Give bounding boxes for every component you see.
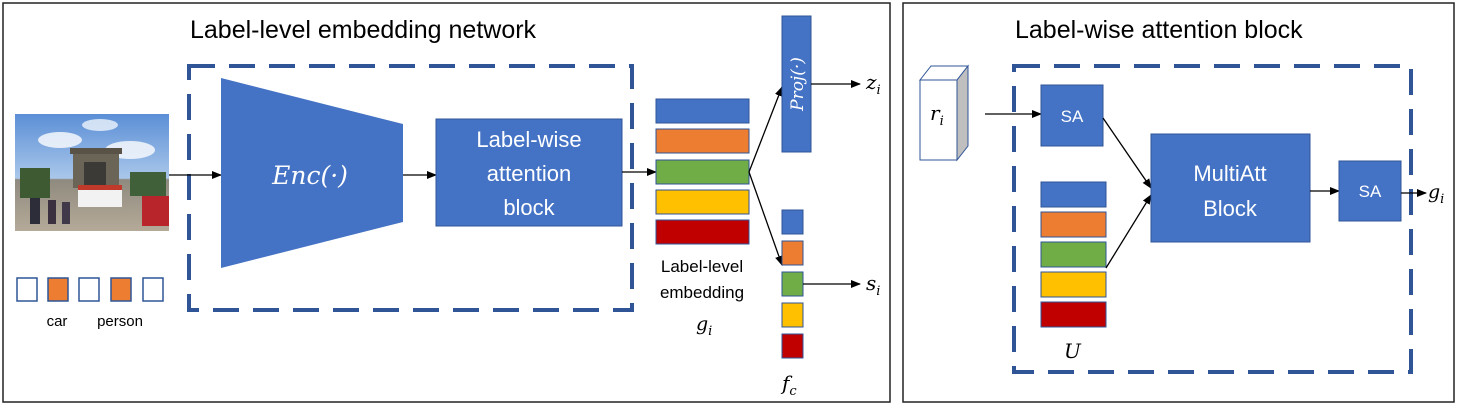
classifier-row-blue	[781, 209, 804, 235]
classifier-row-green	[781, 271, 804, 297]
sa-block-first	[1040, 84, 1104, 147]
embedding-stack	[655, 98, 750, 245]
arrow-embedding-to-classifier	[748, 171, 783, 266]
sa-block-second	[1338, 160, 1402, 222]
u-symbol: U	[1064, 339, 1082, 363]
sa-block-first-label: SA	[1061, 107, 1084, 126]
u-row-red	[1040, 301, 1107, 328]
u-row-green	[1040, 241, 1107, 268]
attention-block-line-1: Label-wise	[476, 127, 581, 152]
input-feature-cuboid	[918, 64, 970, 162]
label-box-person	[110, 277, 132, 302]
arrow-u-to-multiatt	[1105, 194, 1152, 269]
attention-block-line-2: attention	[487, 161, 571, 186]
classifier-row-yellow	[781, 302, 804, 328]
embedding-row-orange	[655, 128, 750, 154]
multiatt-line-2: Block	[1203, 196, 1258, 221]
classifier-stack	[781, 209, 804, 359]
left-panel-frame	[2, 2, 891, 403]
label-box-car	[47, 277, 69, 302]
label-box-4	[142, 277, 164, 302]
label-vector	[16, 277, 164, 302]
embedding-row-green	[655, 159, 750, 185]
output-z: zi	[865, 70, 881, 98]
embedding-caption-line-1: Label-level	[661, 257, 743, 276]
input-image	[15, 114, 169, 231]
u-row-blue	[1040, 181, 1107, 208]
sa-block-second-label: SA	[1359, 182, 1382, 201]
u-row-yellow	[1040, 271, 1107, 298]
label-box-2	[78, 277, 100, 302]
classifier-row-red	[781, 333, 804, 359]
classifier-symbol: fc	[780, 371, 797, 399]
label-name-car: car	[47, 313, 68, 330]
encoder-label: Enc(·)	[271, 161, 348, 190]
label-box-0	[16, 277, 38, 302]
encoder-dashed-container	[187, 64, 634, 312]
embedding-symbol: gi	[696, 313, 712, 339]
input-symbol: ri	[930, 101, 944, 129]
arrow-embedding-to-proj	[748, 86, 783, 173]
u-row-orange	[1040, 211, 1107, 238]
multiatt-line-1: MultiAtt	[1193, 161, 1266, 186]
classifier-row-orange	[781, 240, 804, 266]
right-panel-title: Label-wise attention block	[1015, 16, 1303, 44]
encoder-block	[221, 78, 403, 268]
embedding-row-yellow	[655, 189, 750, 215]
right-panel-frame	[902, 2, 1455, 403]
attention-dashed-container	[1012, 64, 1413, 374]
attention-block	[435, 118, 623, 227]
multiatt-block	[1150, 133, 1311, 243]
left-panel-title: Label-level embedding network	[190, 16, 537, 44]
embedding-row-red	[655, 219, 750, 245]
attention-block-line-3: block	[503, 195, 555, 220]
output-s: si	[866, 271, 880, 299]
label-name-person: person	[97, 313, 143, 330]
output-g: gi	[1428, 181, 1444, 207]
embedding-caption-line-2: embedding	[660, 283, 744, 302]
embedding-row-blue	[655, 98, 750, 124]
projection-head	[781, 15, 812, 153]
arrow-sa-to-multiatt	[1102, 117, 1152, 189]
projection-label: Proj(·)	[788, 57, 808, 112]
u-stack	[1040, 181, 1107, 328]
